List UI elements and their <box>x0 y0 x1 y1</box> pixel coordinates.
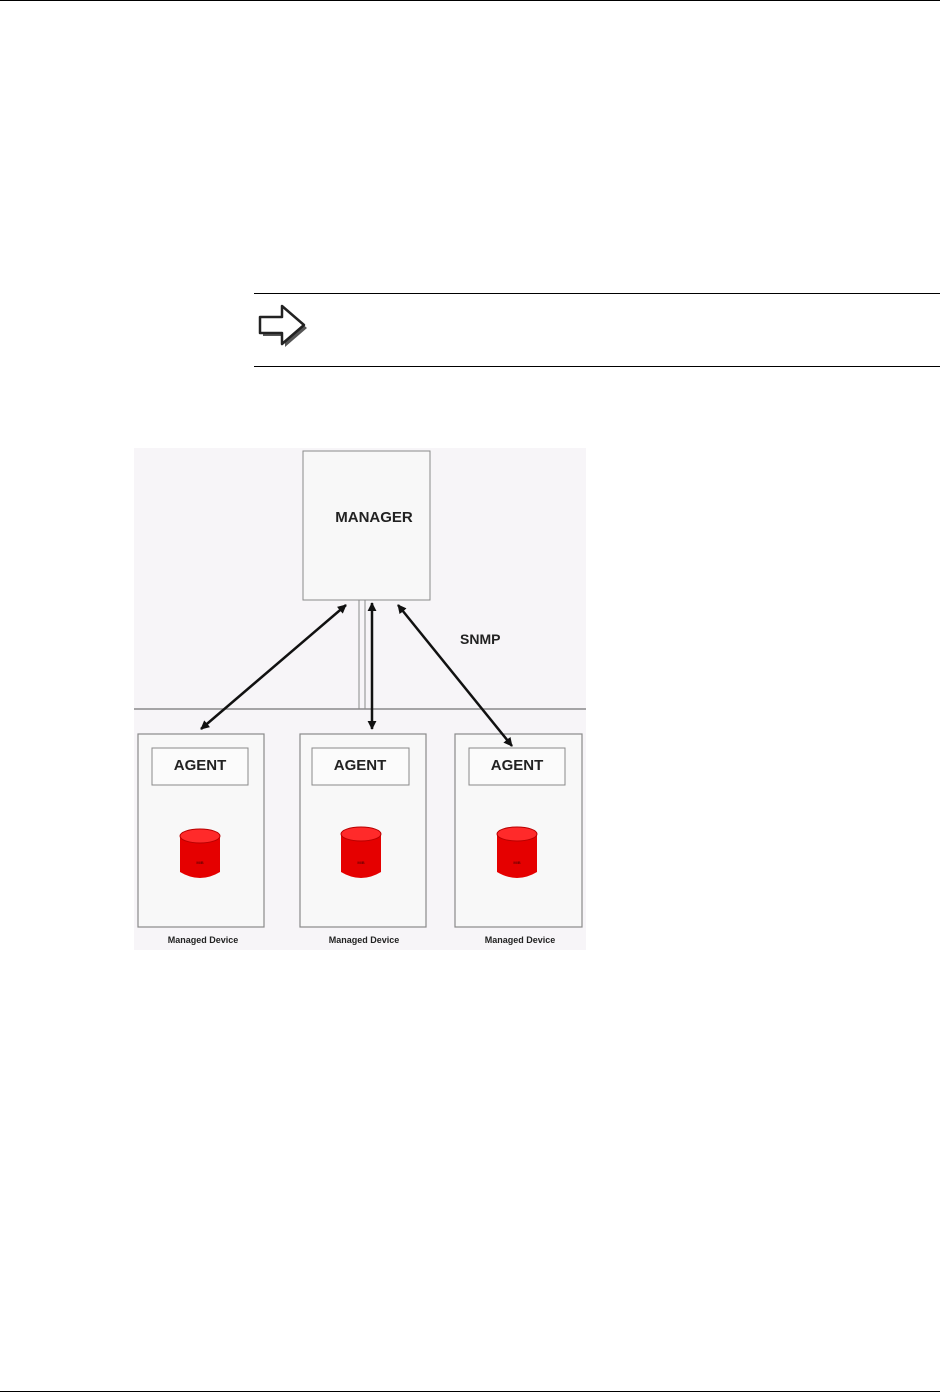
note-box <box>254 293 940 367</box>
right-arrow-icon <box>258 304 307 347</box>
database-icon-1 <box>179 828 221 878</box>
manager-label: MANAGER <box>335 509 413 526</box>
page-top-rule <box>0 0 940 1</box>
snmp-arrow-right <box>397 604 513 747</box>
mib-label-1: MIB <box>196 860 204 865</box>
agent-box-3 <box>468 747 566 786</box>
agent-box-1 <box>151 747 249 786</box>
manager-box <box>302 450 431 601</box>
managed-device-label-3: Managed Device <box>484 935 556 945</box>
agent-label-3: AGENT <box>490 757 544 774</box>
agent-label-1: AGENT <box>173 757 227 774</box>
managed-device-label-1: Managed Device <box>167 935 239 945</box>
snmp-arrow-left <box>200 604 347 730</box>
page-bottom-rule <box>0 1391 940 1392</box>
snmp-diagram: MANAGER SNMP AGENT AGENT AGENT MIB MIB M… <box>134 448 586 950</box>
mib-label-2: MIB <box>357 860 365 865</box>
database-icon-3 <box>496 826 538 878</box>
agent-box-2 <box>311 747 410 786</box>
snmp-label: SNMP <box>460 631 501 647</box>
database-icon-2 <box>340 826 382 878</box>
managed-device-label-2: Managed Device <box>328 935 400 945</box>
mib-label-3: MIB <box>513 860 521 865</box>
snmp-diagram-graphics <box>134 448 586 950</box>
agent-label-2: AGENT <box>333 757 387 774</box>
